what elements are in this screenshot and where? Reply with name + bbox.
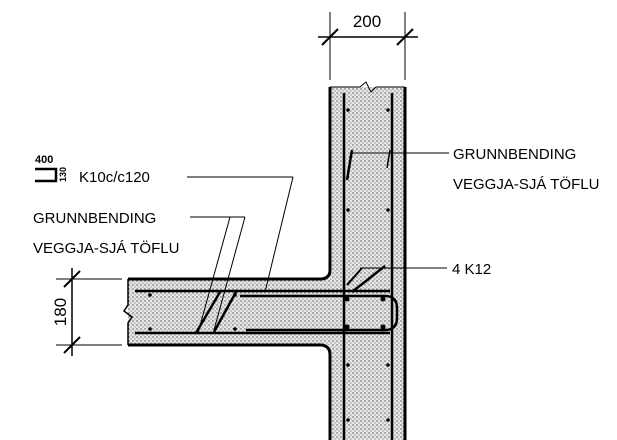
wall-break-line bbox=[330, 81, 405, 93]
wall-bar-dot bbox=[386, 108, 390, 112]
corner-bars-label: 4 K12 bbox=[452, 261, 491, 278]
starter-bar-top-2 bbox=[346, 267, 363, 286]
left-callout-line2: VEGGJA-SJÁ TÖFLU bbox=[33, 239, 179, 257]
bar-shape-label: K10c/c120 bbox=[79, 169, 150, 186]
wall-bar-dot bbox=[346, 108, 350, 112]
right-callout-line2: VEGGJA-SJÁ TÖFLU bbox=[453, 175, 599, 193]
corner-bar-dot bbox=[380, 296, 386, 302]
wall-lap-bar bbox=[345, 149, 354, 181]
bar-shape-icon bbox=[35, 167, 58, 183]
left-callout-line1: GRUNNBENDING bbox=[33, 210, 156, 227]
right-reinforcement-callout: GRUNNBENDING VEGGJA-SJÁ TÖFLU bbox=[352, 146, 599, 193]
right-callout-line1: GRUNNBENDING bbox=[453, 146, 576, 163]
corner-bar-dot bbox=[380, 324, 386, 330]
wall-bar-dot bbox=[346, 418, 350, 422]
bar-shape-length: 400 bbox=[35, 154, 53, 166]
corner-bars-callout: 4 K12 bbox=[360, 261, 491, 278]
slab-break-line bbox=[122, 279, 134, 345]
wall-width-dimension: 200 bbox=[318, 12, 418, 80]
corner-bar-dot bbox=[344, 296, 350, 302]
left-callout-leader-2 bbox=[213, 216, 246, 331]
wall-bar-dot bbox=[346, 363, 350, 367]
slab-thickness-dimension: 180 bbox=[51, 268, 122, 356]
slab-bar-dot bbox=[233, 327, 237, 331]
slab-bar-dot bbox=[148, 293, 152, 297]
left-callout-leader-1 bbox=[197, 216, 231, 334]
slab-bar-dot bbox=[148, 327, 152, 331]
slab-concrete bbox=[128, 279, 338, 345]
slab-bar-dot bbox=[233, 293, 237, 297]
wall-bar-dot bbox=[386, 208, 390, 212]
section-outline bbox=[128, 87, 407, 440]
bar-shape-leader bbox=[264, 176, 294, 293]
bar-shape-symbol: 400 130 K10c/c120 bbox=[35, 154, 294, 293]
wall-bar-dot bbox=[386, 418, 390, 422]
starter-bar-top-1 bbox=[351, 265, 386, 293]
wall-bar-dot bbox=[346, 208, 350, 212]
left-reinforcement-callout: GRUNNBENDING VEGGJA-SJÁ TÖFLU bbox=[33, 210, 246, 334]
slab-thickness-label: 180 bbox=[51, 298, 70, 326]
bar-shape-hook: 130 bbox=[58, 167, 68, 182]
reinforcement bbox=[135, 93, 399, 440]
wall-concrete bbox=[330, 87, 405, 440]
starter-bar-left-2 bbox=[212, 291, 238, 333]
u-bar-top bbox=[240, 294, 399, 332]
corner-bar-dot bbox=[344, 324, 350, 330]
wall-width-label: 200 bbox=[353, 12, 381, 31]
wall-bar-dot bbox=[386, 363, 390, 367]
concrete-section bbox=[122, 81, 407, 440]
